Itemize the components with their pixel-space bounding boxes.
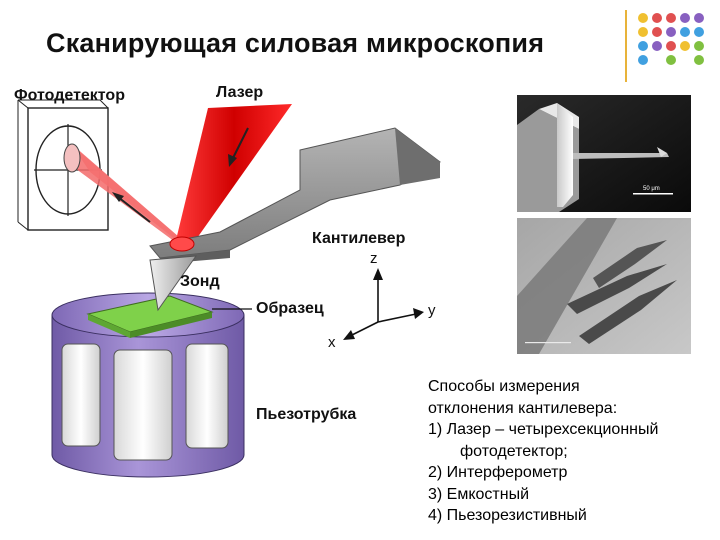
sem-photo-cantilever: 50 μm	[517, 95, 691, 212]
label-photodetector: Фотодетектор	[14, 87, 125, 104]
sem-photo-cantilever-drawing: 50 μm	[517, 95, 691, 212]
method-item-1-cont: фотодетектор;	[460, 442, 568, 460]
laser-beam	[176, 104, 292, 248]
label-cantilever: Кантилевер	[312, 230, 406, 247]
piezotube	[51, 292, 245, 478]
axis-x-label: x	[328, 334, 336, 351]
measurement-methods: Способы измерения отклонения кантилевера…	[428, 376, 713, 527]
sem-photo-probes-drawing	[517, 218, 691, 354]
sem-scale-label: 50 μm	[643, 186, 660, 192]
methods-heading-2: отклонения кантилевера:	[428, 399, 618, 417]
axis-y-label: y	[428, 302, 436, 319]
label-probe: Зонд	[180, 273, 220, 290]
slide-title: Сканирующая силовая микроскопия	[46, 28, 545, 58]
label-piezotube: Пьезотрубка	[256, 406, 357, 423]
method-item-2: 2) Интерферометр	[428, 464, 568, 481]
reflected-beam	[63, 143, 186, 250]
method-item-3: 3) Емкостный	[428, 485, 530, 503]
accent-divider	[625, 10, 627, 82]
sample	[86, 295, 214, 338]
label-laser: Лазер	[216, 84, 264, 101]
sem-photo-probes	[517, 218, 691, 354]
axis-z-label: z	[370, 250, 378, 267]
methods-heading-1: Способы измерения	[428, 378, 580, 395]
coordinate-axes	[343, 268, 424, 340]
method-item-4: 4) Пьезорезистивный	[428, 507, 587, 524]
method-item-1: 1) Лазер – четырехсекционный	[428, 421, 659, 438]
label-sample: Образец	[256, 300, 324, 317]
probe	[149, 255, 198, 312]
